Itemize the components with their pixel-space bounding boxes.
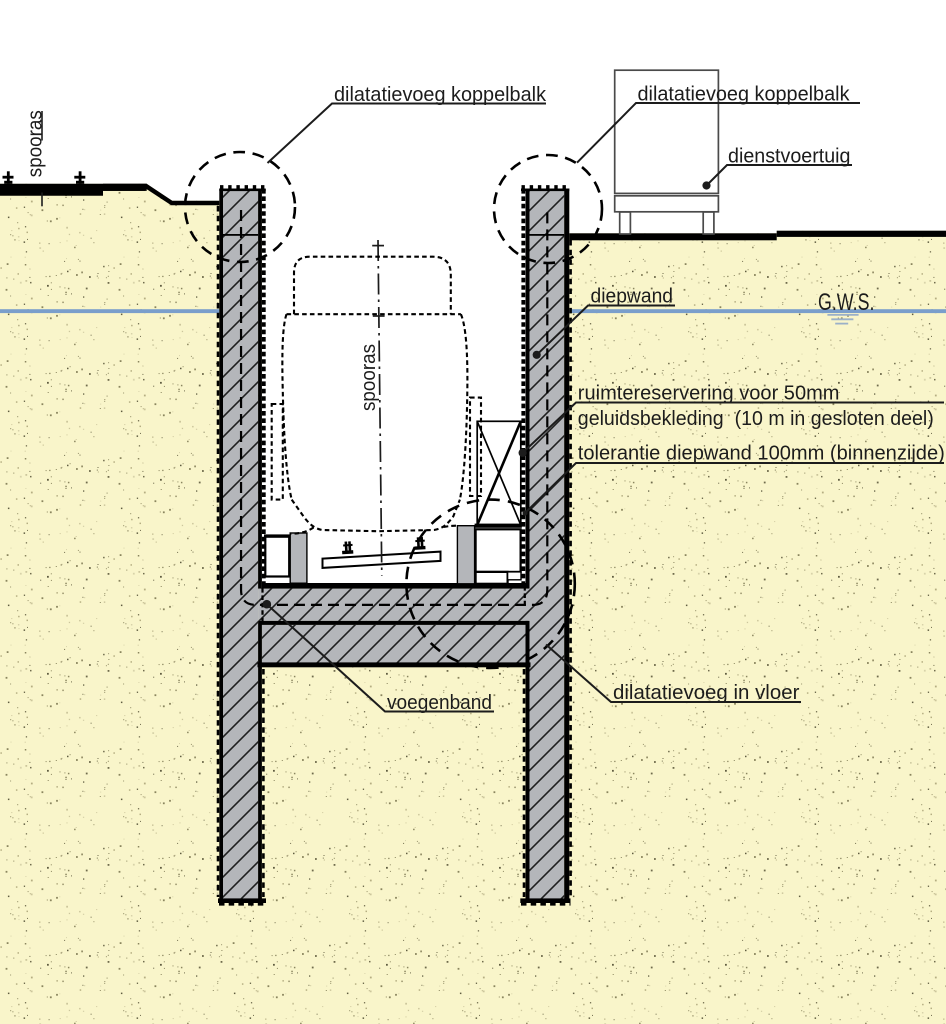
svg-text:dilatatievoeg koppelbalk: dilatatievoeg koppelbalk (334, 83, 547, 106)
svg-text:diepwand: diepwand (591, 285, 674, 308)
svg-text:dilatatievoeg in vloer: dilatatievoeg in vloer (613, 681, 800, 704)
svg-text:tolerantie diepwand 100mm (bin: tolerantie diepwand 100mm (binnenzijde) (578, 442, 945, 465)
svg-text:dienstvoertuig: dienstvoertuig (728, 145, 851, 168)
svg-text:geluidsbekleding (10 m in ges: geluidsbekleding (10 m in gesloten deel) (578, 407, 934, 430)
svg-text:spooras: spooras (357, 344, 380, 411)
svg-text:voegenband: voegenband (387, 691, 492, 714)
svg-text:dilatatievoeg koppelbalk: dilatatievoeg koppelbalk (638, 83, 851, 106)
svg-text:G.W.S.: G.W.S. (818, 289, 874, 316)
svg-text:spooras: spooras (24, 110, 47, 177)
svg-text:ruimtereservering voor 50mm: ruimtereservering voor 50mm (578, 382, 840, 405)
